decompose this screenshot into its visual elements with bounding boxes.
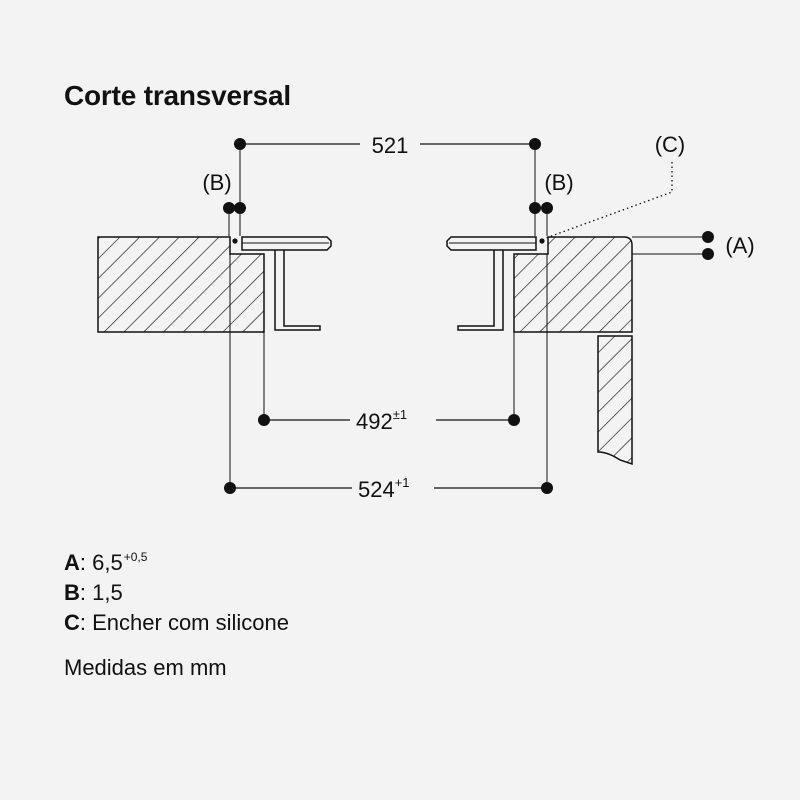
- legend: A: 6,5+0,5 B: 1,5 C: Encher com silicone: [64, 542, 289, 638]
- callout-b-right: (B): [544, 170, 573, 195]
- legend-value: Encher com silicone: [92, 610, 289, 635]
- units-note: Medidas em mm: [64, 655, 227, 680]
- legend-tolerance: +0,5: [123, 550, 148, 564]
- silicone-joint-left: [232, 238, 238, 244]
- gap-b-right: (B): [529, 170, 574, 236]
- silicone-callout: (C): [545, 132, 686, 239]
- legend-key: C: [64, 610, 80, 635]
- dimension-492-label: 492±1: [356, 407, 407, 434]
- gap-b-left: (B): [202, 170, 246, 236]
- callout-b-left: (B): [202, 170, 231, 195]
- dimension-521-label: 521: [372, 133, 409, 158]
- callout-a: (A): [725, 233, 754, 258]
- legend-key: A: [64, 550, 80, 575]
- frame-profile-left: [274, 250, 321, 331]
- worktop-right: [513, 236, 633, 333]
- page-title: Corte transversal: [64, 80, 291, 111]
- dimension-a: (A): [632, 231, 755, 260]
- cabinet-side-panel: [597, 335, 633, 466]
- worktop-left: [97, 236, 265, 333]
- dimension-524: 524+1: [224, 254, 553, 502]
- legend-row-b: B: 1,5: [64, 580, 123, 605]
- legend-key: B: [64, 580, 80, 605]
- legend-row-a: A: 6,5+0,5: [64, 550, 148, 575]
- dimension-524-label: 524+1: [358, 475, 410, 502]
- callout-c: (C): [655, 132, 686, 157]
- silicone-joint-right: [539, 238, 545, 244]
- legend-value: 1,5: [92, 580, 123, 605]
- frame-profile-right: [457, 250, 504, 331]
- dimension-521: 521: [234, 133, 541, 236]
- dimension-492: 492±1: [258, 254, 520, 434]
- legend-row-c: C: Encher com silicone: [64, 610, 289, 635]
- legend-value: 6,5: [92, 550, 123, 575]
